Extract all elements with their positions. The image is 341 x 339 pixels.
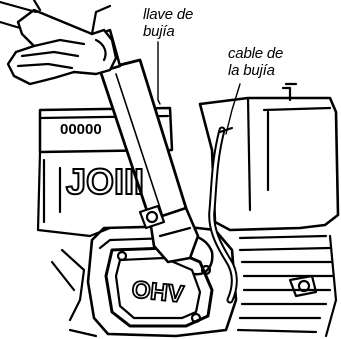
cable-callout-line1: cable de [228, 45, 283, 62]
top-vents-text: 00000 [60, 121, 102, 138]
cable-leader-line [226, 84, 240, 134]
hand-illustration [0, 0, 116, 84]
cable-callout: cable de la bujía [228, 45, 283, 79]
wrench-leader-line [158, 42, 160, 104]
wrench-callout-line2: bujía [143, 23, 193, 40]
valve-cover-marking: OHV [130, 276, 185, 308]
wrench-callout-line1: llave de [143, 6, 193, 23]
wrench-callout: llave de bujía [143, 6, 193, 40]
top-vents: 00000 [60, 121, 102, 138]
cable-callout-line2: la bujía [228, 62, 283, 79]
engine-side-marking: JOIII [66, 161, 144, 202]
